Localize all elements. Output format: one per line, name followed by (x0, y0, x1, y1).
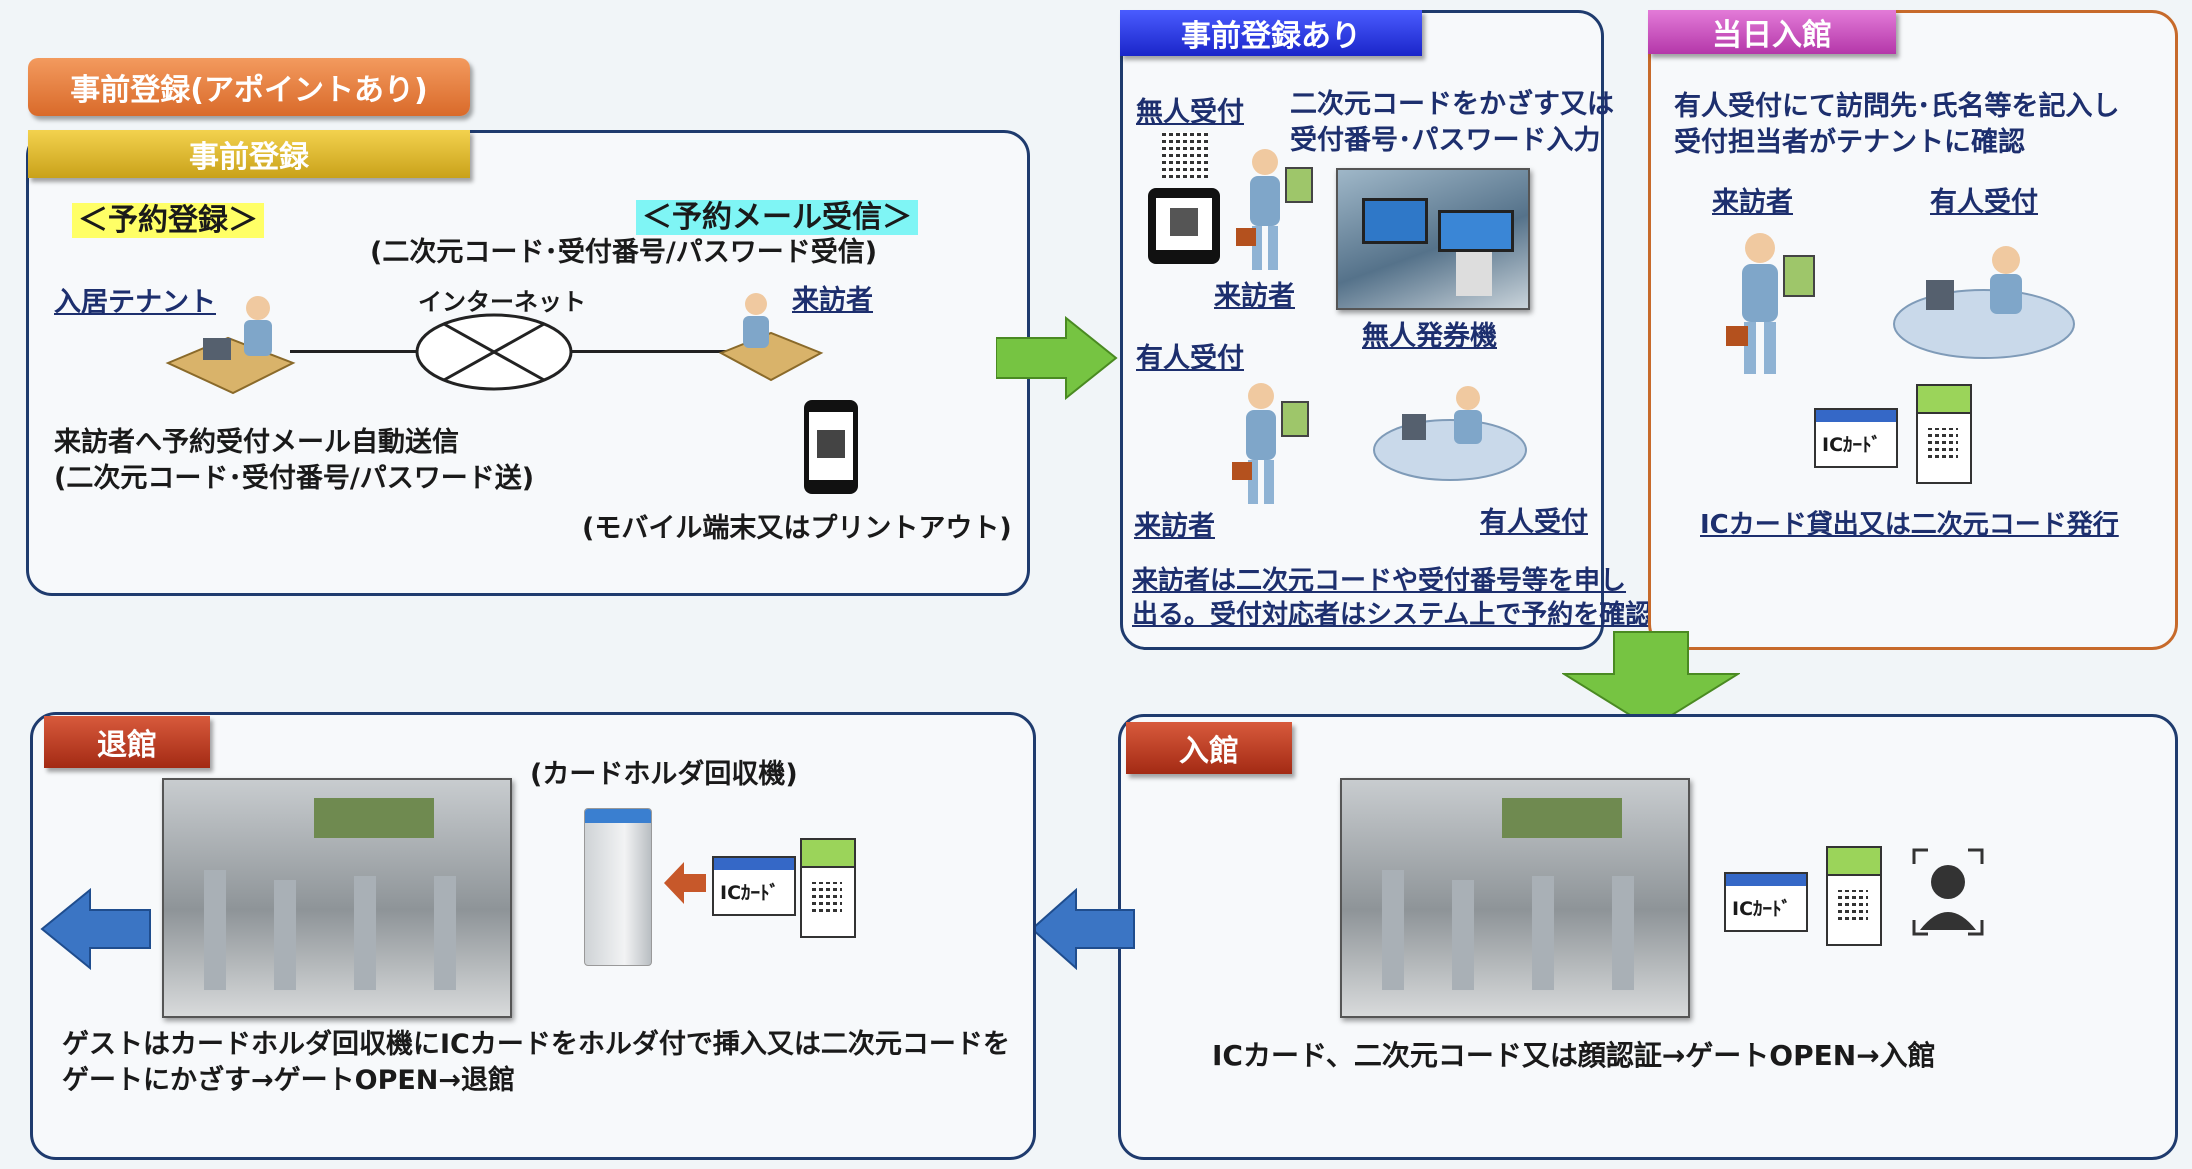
exit-caption-1: ゲストはカードホルダ回収機にICカードをホルダ付で挿入又は二次元コードを (62, 1029, 1010, 1060)
same-day-text-2: 受付担当者がテナントに確認 (1674, 127, 2025, 158)
tag-exit: 退館 (44, 716, 210, 768)
manned-label-mid-2: 有人受付 (1480, 507, 1588, 538)
entry-gate-photo (1340, 778, 1690, 1018)
arrow-left-blue-1 (1030, 888, 1135, 970)
mobile-text: (モバイル端末又はプリントアウト) (582, 513, 1012, 544)
visitor-desk-icon (718, 293, 824, 382)
internet-icon (415, 313, 573, 391)
manned-desk-icon (1373, 386, 1527, 481)
tag-same-day: 当日入館 (1648, 10, 1896, 54)
qr-card-exit (800, 838, 856, 938)
kiosk-label: 無人発券機 (1362, 321, 1497, 352)
arrow-into-collector (664, 862, 706, 904)
visitor-label-mid-1: 来訪者 (1214, 281, 1295, 312)
card-collector-machine (584, 808, 652, 966)
collector-label: (カードホルダ回収機) (530, 759, 798, 790)
visitor-label-right: 来訪者 (1712, 187, 1793, 218)
visitor-figure-right (1726, 233, 1815, 374)
auto-send-text-1: 来訪者へ予約受付メール自動送信 (54, 427, 459, 458)
ic-card-exit: ICｶｰﾄﾞ (712, 856, 796, 916)
exit-caption-2: ゲートにかざす→ゲートOPEN→退館 (62, 1065, 516, 1096)
ic-card-right: ICｶｰﾄﾞ (1814, 408, 1898, 468)
qr-code-icon (1162, 132, 1208, 178)
tenant-label: 入居テナント (54, 287, 216, 318)
internet-label: インターネット (418, 288, 586, 316)
manned-label-right: 有人受付 (1930, 187, 2038, 218)
unmanned-reception-label: 無人受付 (1136, 97, 1244, 128)
visitor-figure-1 (1236, 149, 1313, 270)
pre-registered-panel (1120, 10, 1604, 650)
phone-qr-icon (1148, 188, 1220, 264)
reserve-mail-label: ＜予約メール受信＞ (636, 192, 918, 236)
arrow-down-green (1562, 631, 1740, 730)
tag-pre-registration: 事前登録 (28, 130, 470, 178)
entry-caption: ICカード、二次元コード又は顔認証→ゲートOPEN→入館 (1212, 1039, 1936, 1072)
arrow-left-blue-2 (40, 888, 151, 970)
manned-reception-label: 有人受付 (1136, 343, 1244, 374)
qr-card-entry (1826, 846, 1882, 946)
mid-note-1: 来訪者は二次元コードや受付番号等を申し (1132, 566, 1627, 596)
visitor-label-mid-2: 来訪者 (1134, 511, 1215, 542)
same-day-text-1: 有人受付にて訪問先･氏名等を記入し (1674, 91, 2120, 122)
tenant-desk-icon (165, 296, 296, 395)
arrow-right-green (996, 316, 1118, 400)
auto-send-text-2: (二次元コード･受付番号/パスワード送) (54, 463, 535, 494)
ic-card-entry: ICｶｰﾄﾞ (1724, 872, 1808, 932)
qr-instruction-1: 二次元コードをかざす又は (1290, 89, 1614, 120)
qr-card-right (1916, 384, 1972, 484)
tag-pre-registration-appointment: 事前登録(アポイントあり) (28, 58, 470, 116)
mail-detail-text: (二次元コード･受付番号/パスワード受信) (370, 237, 878, 268)
qr-instruction-2: 受付番号･パスワード入力 (1290, 125, 1601, 156)
mid-note-2: 出る。受付対応者はシステム上で予約を確認 (1132, 600, 1652, 630)
face-recognition-icon (1912, 848, 1984, 936)
visitor-label-top-left: 来訪者 (792, 285, 873, 316)
tag-pre-registered: 事前登録あり (1120, 10, 1422, 56)
manned-desk-icon-right (1893, 246, 2075, 359)
reserve-registration-label: ＜予約登録＞ (72, 195, 264, 239)
visitor-figure-2 (1232, 383, 1309, 504)
mobile-qr-icon (804, 400, 858, 494)
kiosk-photo (1336, 168, 1530, 310)
exit-gate-photo (162, 778, 512, 1018)
tag-entry: 入館 (1126, 722, 1292, 774)
right-caption: ICカード貸出又は二次元コード発行 (1700, 510, 2119, 540)
